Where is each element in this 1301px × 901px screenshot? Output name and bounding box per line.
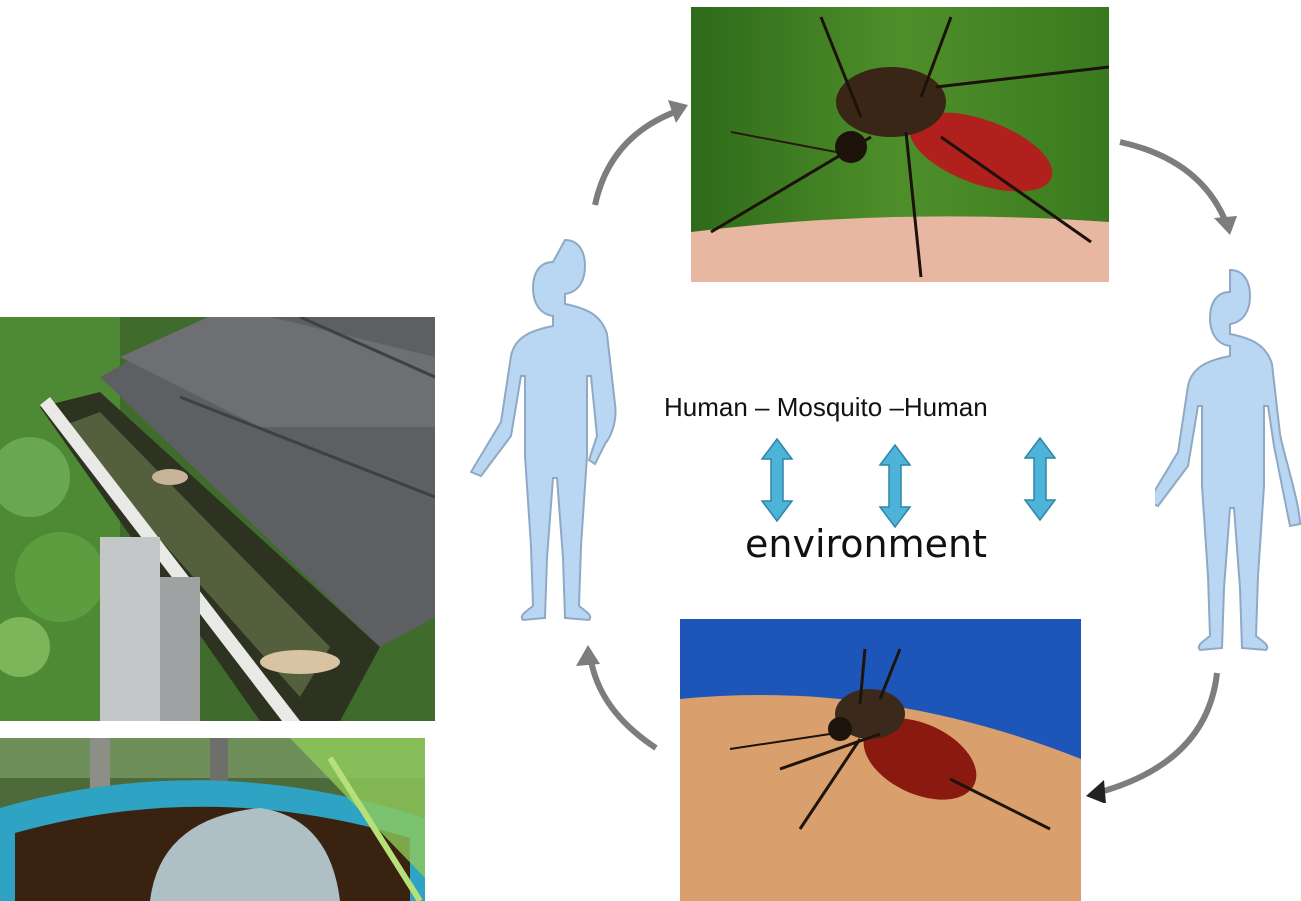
- human2-environment-double-arrow-icon: [1023, 436, 1057, 522]
- arrow-top-to-right-icon: [1112, 130, 1242, 240]
- bottom-mosquito-photo: [680, 619, 1081, 901]
- arrow-bottom-to-left-icon: [568, 640, 668, 755]
- arrow-left-to-top-icon: [580, 95, 700, 210]
- top-mosquito-photo: [691, 7, 1109, 282]
- container-photo: [0, 738, 425, 901]
- arrow-right-to-bottom-icon: [1082, 668, 1227, 803]
- gutter-photo: [0, 317, 435, 721]
- cycle-label: Human – Mosquito –Human: [664, 392, 988, 423]
- right-human-figure-icon: [1155, 262, 1301, 662]
- human-environment-double-arrow-icon: [760, 437, 794, 523]
- mosquito-environment-double-arrow-icon: [878, 443, 912, 529]
- environment-label: environment: [745, 522, 987, 566]
- left-human-figure-icon: [470, 225, 645, 625]
